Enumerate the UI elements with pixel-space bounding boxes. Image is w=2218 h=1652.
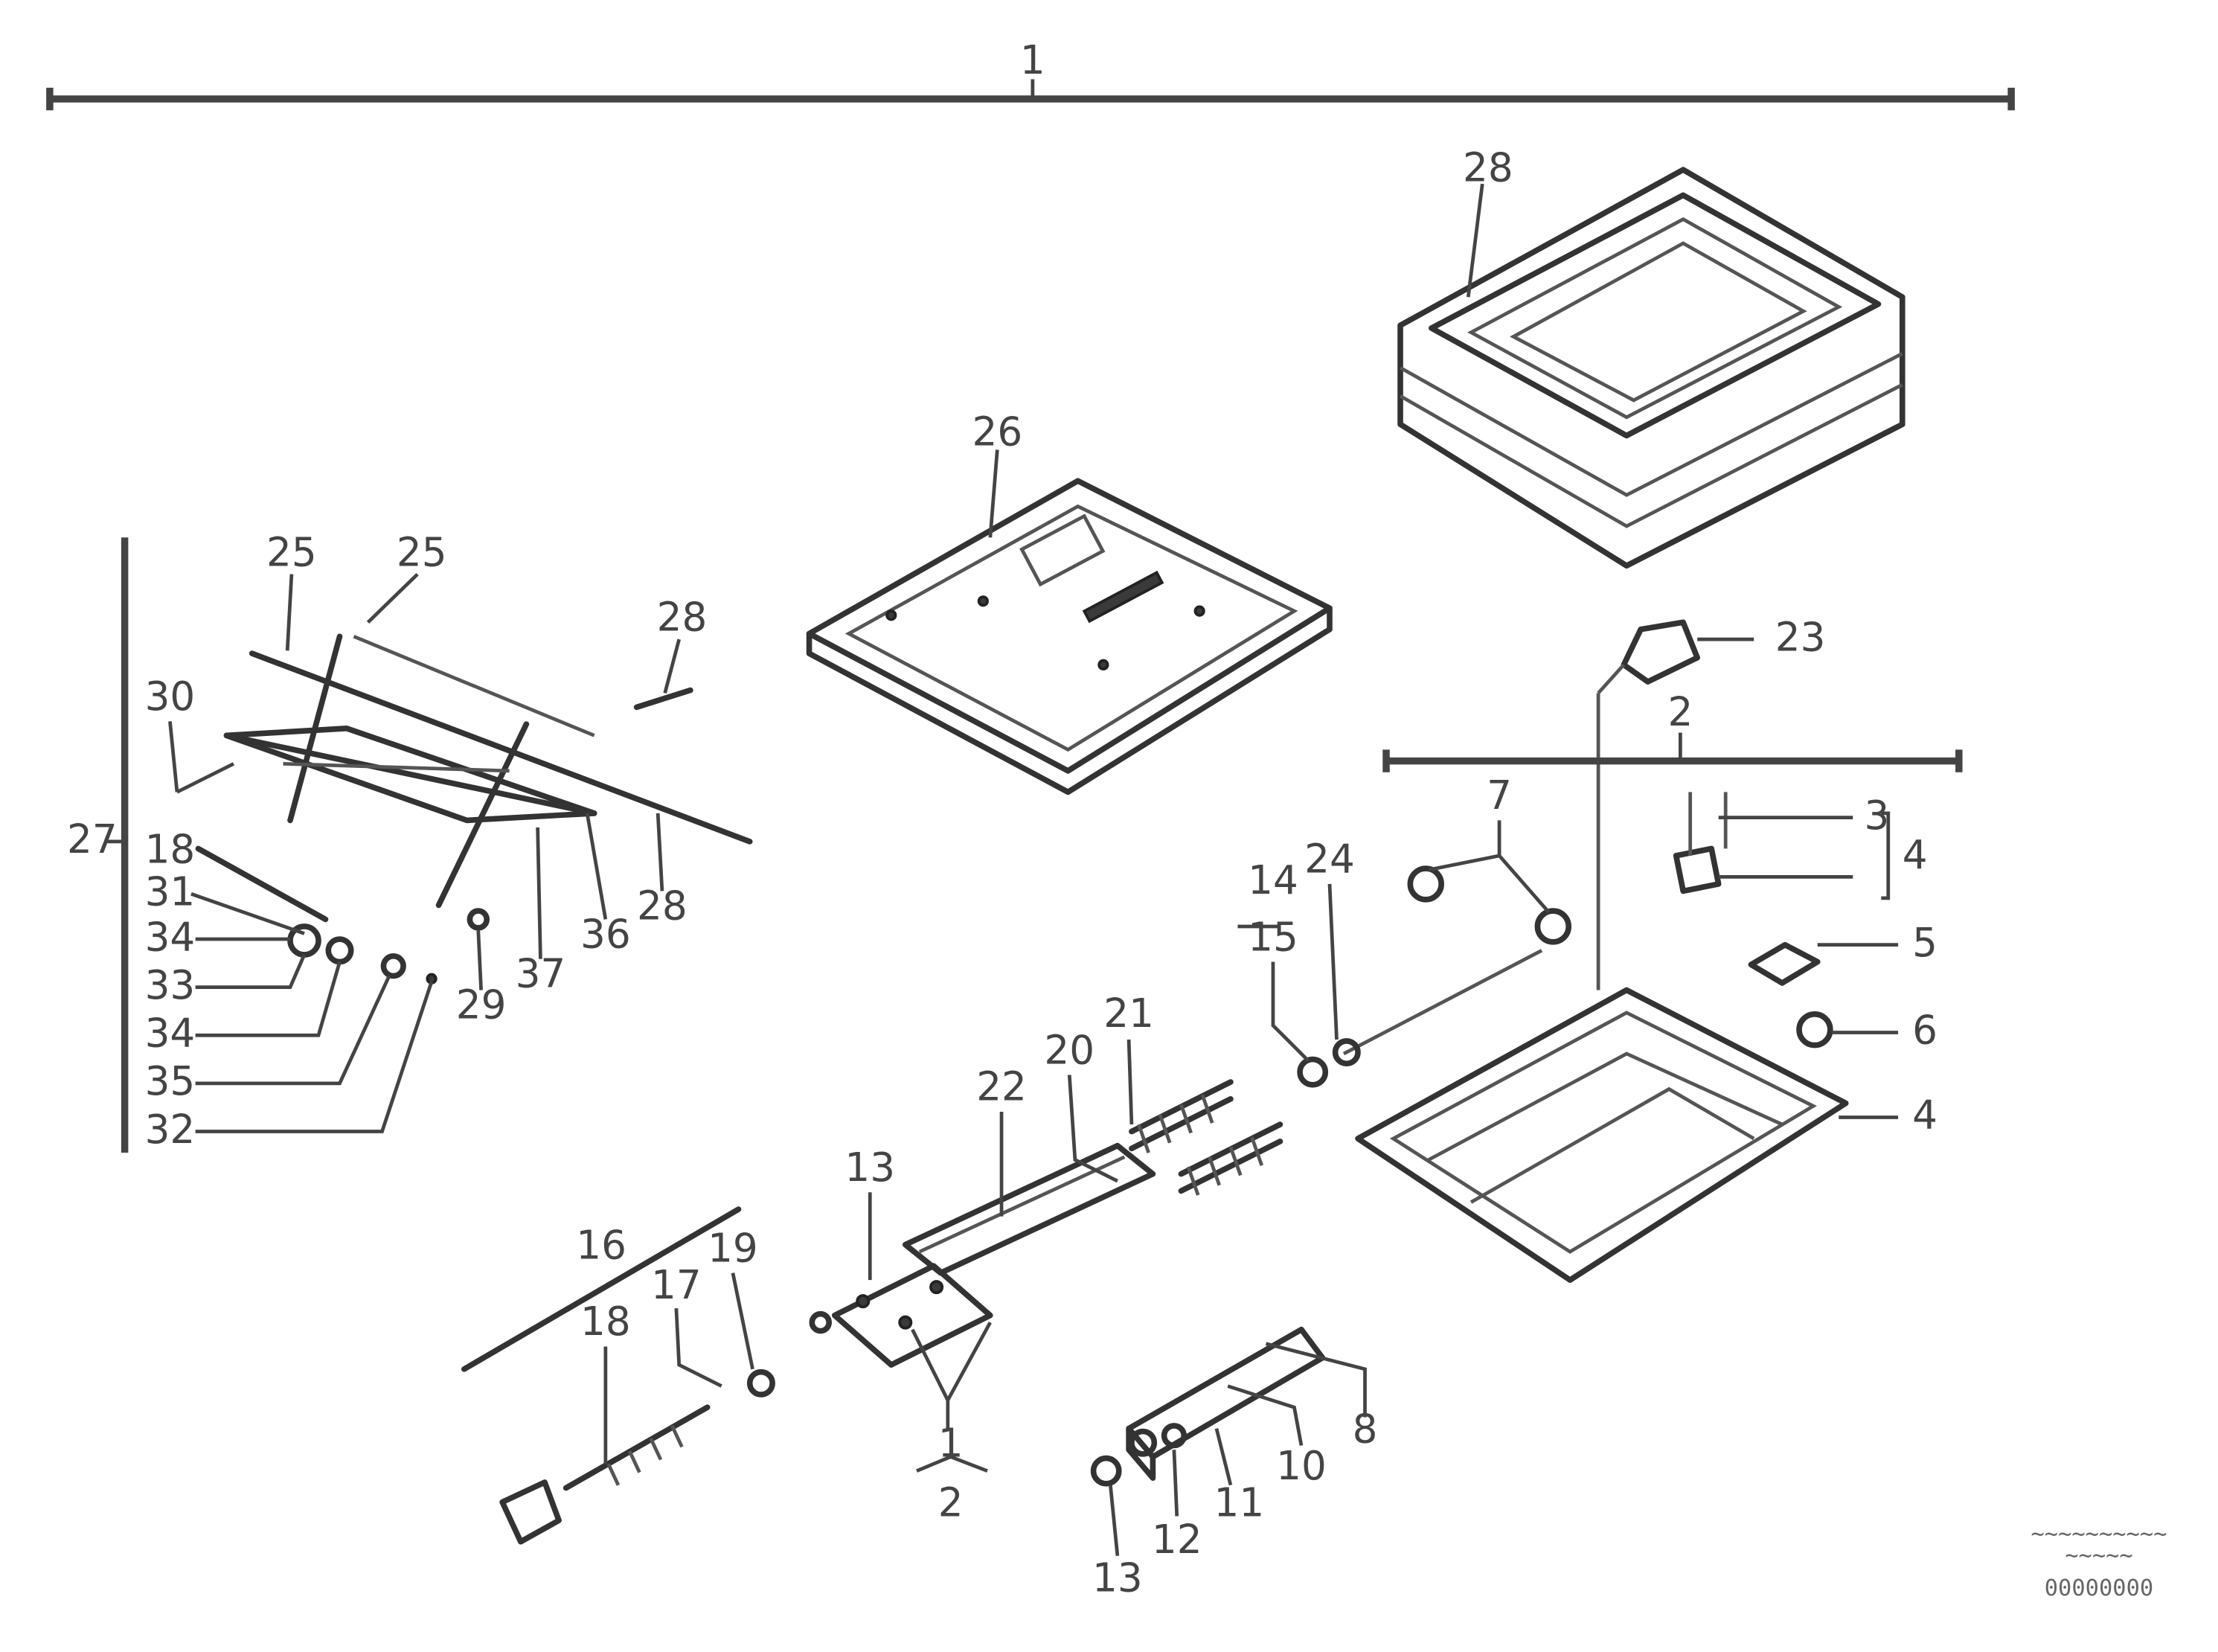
callout-18-rod: 18 [580, 1299, 631, 1345]
lower-slide-assembly: 8 10 11 12 13 [1090, 1326, 1378, 1601]
callout-12: 12 [1152, 1517, 1202, 1563]
callout-25b: 25 [397, 529, 447, 575]
callout-27-frame: 27 [67, 816, 118, 862]
callout-23: 23 [1775, 614, 1826, 660]
callout-22: 22 [976, 1064, 1027, 1110]
callout-28-frame: 28 [657, 595, 708, 641]
callout-34a: 34 [145, 914, 196, 960]
callout-31: 31 [145, 868, 196, 915]
callout-4b: 4 [1912, 1092, 1937, 1139]
callout-11: 11 [1214, 1480, 1265, 1526]
scissor-frame-group: 27 25 25 28 30 18 31 34 33 34 35 [67, 529, 753, 1153]
callout-25a: 25 [266, 529, 317, 575]
callout-15: 15 [1248, 914, 1298, 960]
callout-1-top: 1 [1020, 37, 1045, 83]
callout-20: 20 [1044, 1027, 1094, 1073]
callout-28-cushion: 28 [1463, 144, 1513, 191]
callout-2-mid: 2 [938, 1480, 964, 1526]
top-bracket: 1 [46, 37, 2015, 111]
seat-cushion: 28 [1397, 144, 1906, 569]
callout-26-seat-pan: 26 [972, 409, 1022, 455]
callout-10: 10 [1276, 1443, 1327, 1489]
callout-34b: 34 [145, 1011, 196, 1057]
callout-14: 14 [1248, 857, 1298, 903]
callout-4a: 4 [1903, 832, 1928, 878]
reference-line-1: ~~~~~~~~~~ [2031, 1522, 2167, 1548]
callout-3: 3 [1864, 793, 1889, 839]
drawing-reference: ~~~~~~~~~~ ~~~~~ 00000000 [2031, 1522, 2167, 1601]
callout-2-rail: 2 [1667, 689, 1693, 735]
callout-19: 19 [708, 1225, 758, 1271]
callout-16: 16 [576, 1223, 626, 1269]
seat-pan: 26 [806, 409, 1333, 795]
callout-13-mid: 13 [844, 1144, 895, 1191]
callout-33: 33 [145, 962, 196, 1008]
callout-5: 5 [1912, 920, 1937, 966]
rail-assembly: 2 7 3 4 5 6 4 [1355, 689, 1963, 1283]
callout-18-frame: 18 [145, 826, 196, 872]
callout-8: 8 [1353, 1406, 1378, 1453]
callout-32: 32 [145, 1107, 196, 1153]
callout-1-mid: 1 [938, 1421, 964, 1467]
callout-30: 30 [145, 673, 196, 720]
callout-24: 24 [1304, 836, 1355, 883]
callout-17: 17 [651, 1262, 702, 1308]
rod-parts: 16 17 19 18 [461, 1206, 775, 1545]
callout-13-low: 13 [1092, 1555, 1143, 1601]
reference-code: 00000000 [2045, 1575, 2153, 1601]
callout-6: 6 [1912, 1008, 1937, 1054]
reference-line-2: ~~~~~ [2065, 1543, 2133, 1569]
suspension-parts: 14 15 24 21 20 22 13 1 2 [809, 836, 1543, 1526]
lever-assembly: 23 [1596, 614, 1826, 990]
callout-35: 35 [145, 1058, 196, 1104]
callout-7-top: 7 [1487, 772, 1512, 819]
callout-21: 21 [1103, 990, 1154, 1037]
